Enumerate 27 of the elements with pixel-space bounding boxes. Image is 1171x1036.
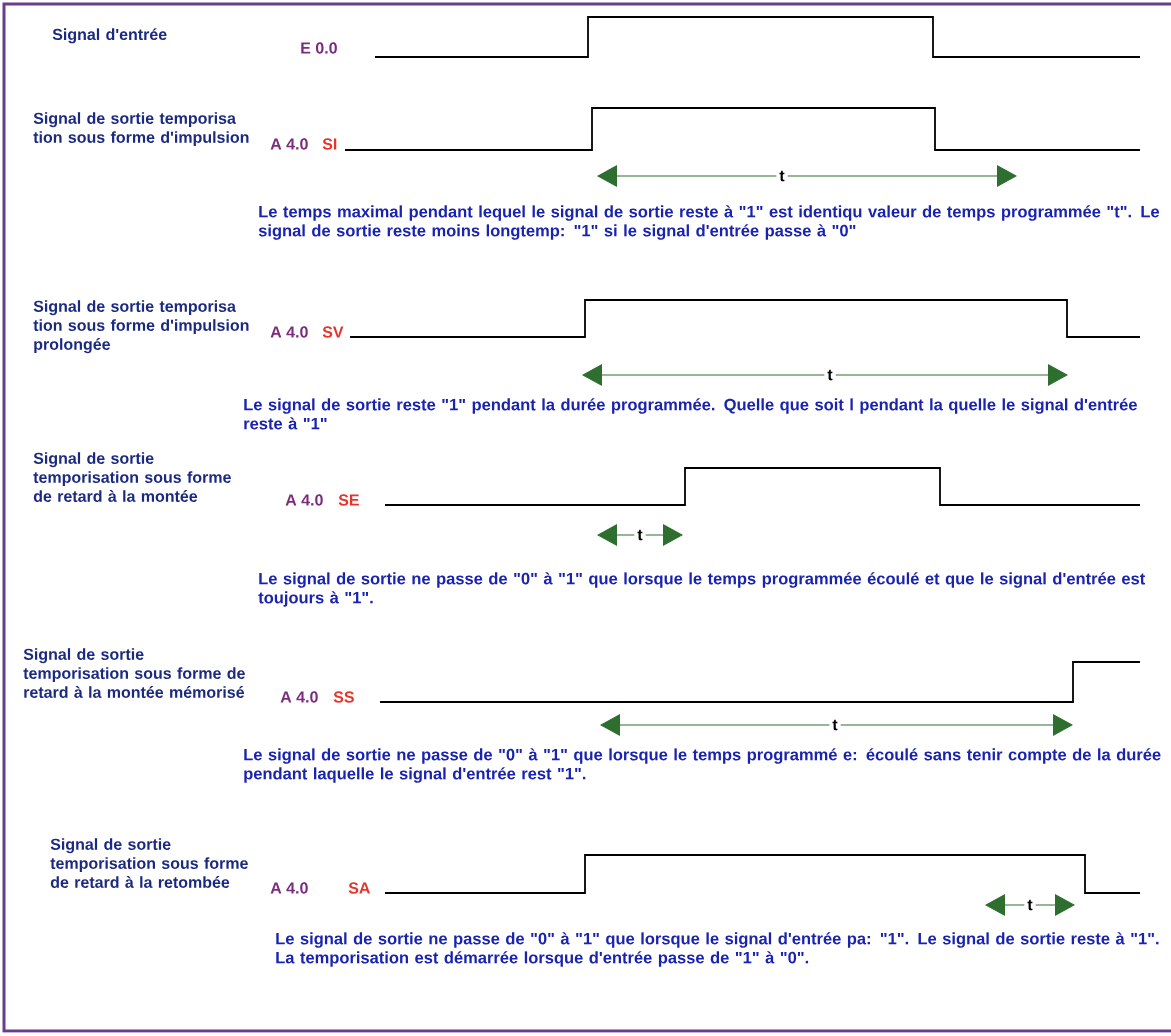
signal-address: SV — [322, 326, 344, 338]
signal-address: SE — [338, 494, 359, 506]
description-text: Le signal de sortie ne passe de "0" à "1" que lorsque le signal d'entrée pa: "1". Le signal de sortie reste à "1". La temporisation est démarrée lorsque d'entrée passe de "1" à "0". — [276, 932, 1159, 967]
signal-address: A 4.0 — [270, 138, 308, 150]
signal-address: SA — [348, 882, 370, 894]
signal-address: A 4.0 — [270, 882, 308, 894]
description-text: Le temps maximal pendant lequel le signal de sortie reste à "1" est identiqu valeur de temps programmée "t". Le signal de sortie reste moins longtemp: "1" si le signal d'entrée passe à "0" — [258, 205, 1160, 240]
description-text: Le signal de sortie reste "1" pendant la durée programmée. Quelle que soit l pendant la quelle le signal d'entrée reste à "1" — [244, 398, 1137, 430]
description-text: Le signal de sortie ne passe de "0" à "1" que lorsque le temps programmé e: écoulé sans tenir compte de la durée pendant laquelle le signal d'entrée rest "1". — [244, 748, 1161, 783]
signal-address: E 0.0 — [301, 42, 337, 54]
time-label: t — [824, 366, 836, 384]
time-label: t — [776, 167, 788, 185]
signal-address: SI — [322, 138, 337, 150]
signal-name: Signal de sortie temporisation sous forme de retard à la montée — [33, 452, 231, 502]
signal-address: SS — [333, 691, 354, 703]
time-label: t — [1024, 896, 1036, 914]
signal-address: A 4.0 — [280, 691, 318, 703]
signal-name: Signal de sortie temporisa tion sous forme d'impulsion — [33, 112, 249, 147]
time-label: t — [634, 526, 646, 544]
description-text: Le signal de sortie ne passe de "0" à "1" que lorsque le temps programmée écoulé et que le signal d'entrée est toujours à "1". — [258, 572, 1145, 607]
signal-name: Signal de sortie temporisation sous forme de retard à la montée mémorisé — [23, 648, 245, 698]
signal-address: A 4.0 — [270, 326, 308, 338]
signal-name: Signal de sortie temporisation sous forme de retard à la retombée — [50, 838, 248, 888]
signal-name: Signal de sortie temporisa tion sous forme d'impulsion prolongée — [33, 300, 249, 354]
signal-name: Signal d'entrée — [52, 28, 167, 44]
time-label: t — [829, 716, 841, 734]
signal-address: A 4.0 — [285, 494, 323, 506]
